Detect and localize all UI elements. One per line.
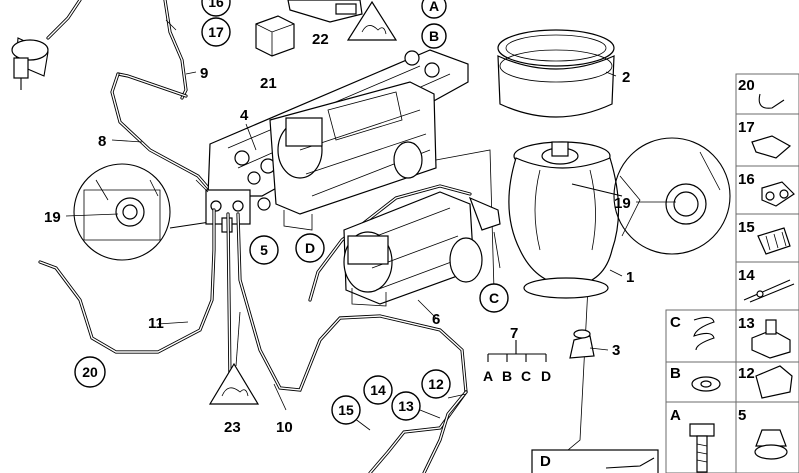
svg-text:12: 12 xyxy=(738,365,755,382)
svg-text:A: A xyxy=(429,0,439,14)
svg-text:13: 13 xyxy=(398,398,414,414)
callout-5: 5 xyxy=(249,235,279,265)
svg-text:15: 15 xyxy=(738,219,755,236)
label-1: 1 xyxy=(626,269,634,286)
air-lines xyxy=(38,184,472,473)
legend-7-d: D xyxy=(541,368,551,384)
svg-text:A: A xyxy=(670,407,681,424)
label-19-right: 19 xyxy=(614,195,631,212)
sidebar-cell-17: 17 xyxy=(735,113,799,167)
warning-triangle-23 xyxy=(208,362,260,405)
callout-16: 16 xyxy=(201,0,231,17)
sidebar-cell-14: 14 xyxy=(735,261,799,311)
callout-C: C xyxy=(479,283,509,313)
label-8: 8 xyxy=(98,133,106,150)
label-6: 6 xyxy=(432,311,440,328)
callout-15: 15 xyxy=(331,395,361,425)
air-filter-part xyxy=(11,0,82,90)
pipe-8 xyxy=(110,72,212,192)
sidebar-cell-B: B xyxy=(665,361,737,403)
module-22 xyxy=(287,0,363,23)
sidebar-cell-15: 15 xyxy=(735,213,799,263)
svg-text:20: 20 xyxy=(82,364,98,380)
svg-text:14: 14 xyxy=(738,267,755,284)
callout-20: 20 xyxy=(74,356,106,388)
label-9: 9 xyxy=(200,65,208,82)
detail-inset-left xyxy=(73,163,211,261)
svg-text:16: 16 xyxy=(208,0,224,10)
svg-text:16: 16 xyxy=(738,171,755,188)
callout-A: A xyxy=(421,0,447,19)
legend-7-letters: A B C D xyxy=(483,368,551,384)
sidebar-parts: C B A 20 17 16 xyxy=(540,73,799,473)
sidebar-cell-C: C xyxy=(665,309,737,363)
sidebar-cell-16: 16 xyxy=(735,165,799,215)
nut-3 xyxy=(569,329,595,359)
compressor-6 xyxy=(343,191,501,307)
svg-text:17: 17 xyxy=(738,119,755,136)
callout-B: B xyxy=(421,23,447,49)
label-22: 22 xyxy=(312,31,329,48)
legend-7-a: A xyxy=(483,368,493,384)
detail-inset-right xyxy=(571,137,731,255)
svg-text:14: 14 xyxy=(370,382,386,398)
label-23: 23 xyxy=(224,419,241,436)
warning-triangle-22 xyxy=(346,0,398,41)
label-7: 7 xyxy=(510,325,518,342)
sidebar-label-D: D xyxy=(540,453,551,470)
svg-text:15: 15 xyxy=(338,402,354,418)
air-spring-cover-2 xyxy=(497,29,615,118)
relay-21 xyxy=(255,15,295,57)
svg-text:C: C xyxy=(489,290,499,306)
callout-14: 14 xyxy=(363,375,393,405)
legend-7-b: B xyxy=(502,368,512,384)
callout-12: 12 xyxy=(421,369,451,399)
svg-text:B: B xyxy=(670,365,681,382)
sidebar-cell-5: 5 xyxy=(735,401,799,473)
svg-text:17: 17 xyxy=(208,24,224,40)
circled-callouts: 16 17 A B 5 D C 20 14 12 15 13 xyxy=(74,0,509,425)
svg-text:12: 12 xyxy=(428,376,444,392)
svg-text:5: 5 xyxy=(738,407,746,424)
legend-7-c: C xyxy=(521,368,531,384)
callout-D: D xyxy=(295,233,325,263)
leader-lines xyxy=(65,19,676,431)
label-21: 21 xyxy=(260,75,277,92)
callout-17: 17 xyxy=(201,17,231,47)
label-3: 3 xyxy=(612,342,620,359)
label-10: 10 xyxy=(276,419,293,436)
part-D-box xyxy=(531,449,659,473)
air-spring-1 xyxy=(508,141,620,299)
label-11: 11 xyxy=(148,315,164,332)
sidebar-cell-12: 12 xyxy=(735,361,799,403)
sidebar-cell-13: 13 xyxy=(735,309,799,363)
sidebar-cell-20: 20 xyxy=(735,73,799,115)
compressor-bracket-assembly xyxy=(207,49,469,231)
number-labels: 9 8 4 21 22 19 19 11 10 23 6 7 2 1 3 xyxy=(44,31,634,436)
svg-text:20: 20 xyxy=(738,77,755,94)
label-4: 4 xyxy=(240,107,249,124)
label-2: 2 xyxy=(622,69,630,86)
hose-17-9 xyxy=(163,0,188,100)
callout-13: 13 xyxy=(391,391,421,421)
label-19-left: 19 xyxy=(44,209,61,226)
svg-text:13: 13 xyxy=(738,315,755,332)
sidebar-cell-A: A xyxy=(665,401,737,473)
svg-text:B: B xyxy=(429,28,439,44)
svg-text:5: 5 xyxy=(260,242,268,258)
svg-text:D: D xyxy=(305,240,315,256)
svg-text:C: C xyxy=(670,314,681,331)
